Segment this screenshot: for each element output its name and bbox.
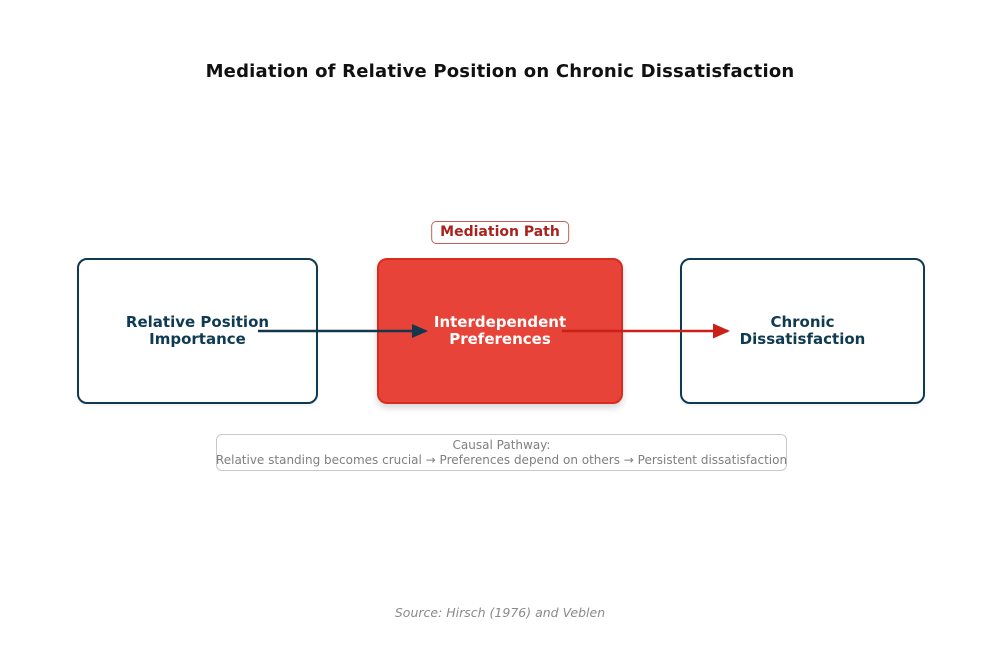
diagram-title: Mediation of Relative Position on Chroni… — [205, 61, 795, 82]
causal-pathway-heading: Causal Pathway: — [452, 437, 551, 452]
node-label-line1: Chronic — [770, 312, 835, 331]
node-label-line1: Relative Position — [125, 312, 270, 331]
causal-pathway-text: Relative standing becomes crucial → Pref… — [215, 452, 788, 467]
node-label-line2: Dissatisfaction — [739, 330, 866, 348]
node-label-line1: Interdependent — [433, 312, 567, 331]
node-label: Interdependent Preferences — [433, 312, 567, 349]
node-label-line2: Importance — [149, 330, 246, 348]
node-label: Chronic Dissatisfaction — [739, 312, 866, 349]
node-label: Relative Position Importance — [125, 312, 270, 349]
node-relative-position-importance: Relative Position Importance — [77, 258, 318, 404]
causal-pathway-box: Causal Pathway: Relative standing become… — [216, 434, 787, 471]
node-label-line2: Preferences — [449, 330, 551, 348]
source-citation: Source: Hirsch (1976) and Veblen — [394, 605, 606, 620]
node-interdependent-preferences: Interdependent Preferences — [377, 258, 623, 404]
node-chronic-dissatisfaction: Chronic Dissatisfaction — [680, 258, 925, 404]
mediation-path-badge: Mediation Path — [431, 221, 569, 244]
